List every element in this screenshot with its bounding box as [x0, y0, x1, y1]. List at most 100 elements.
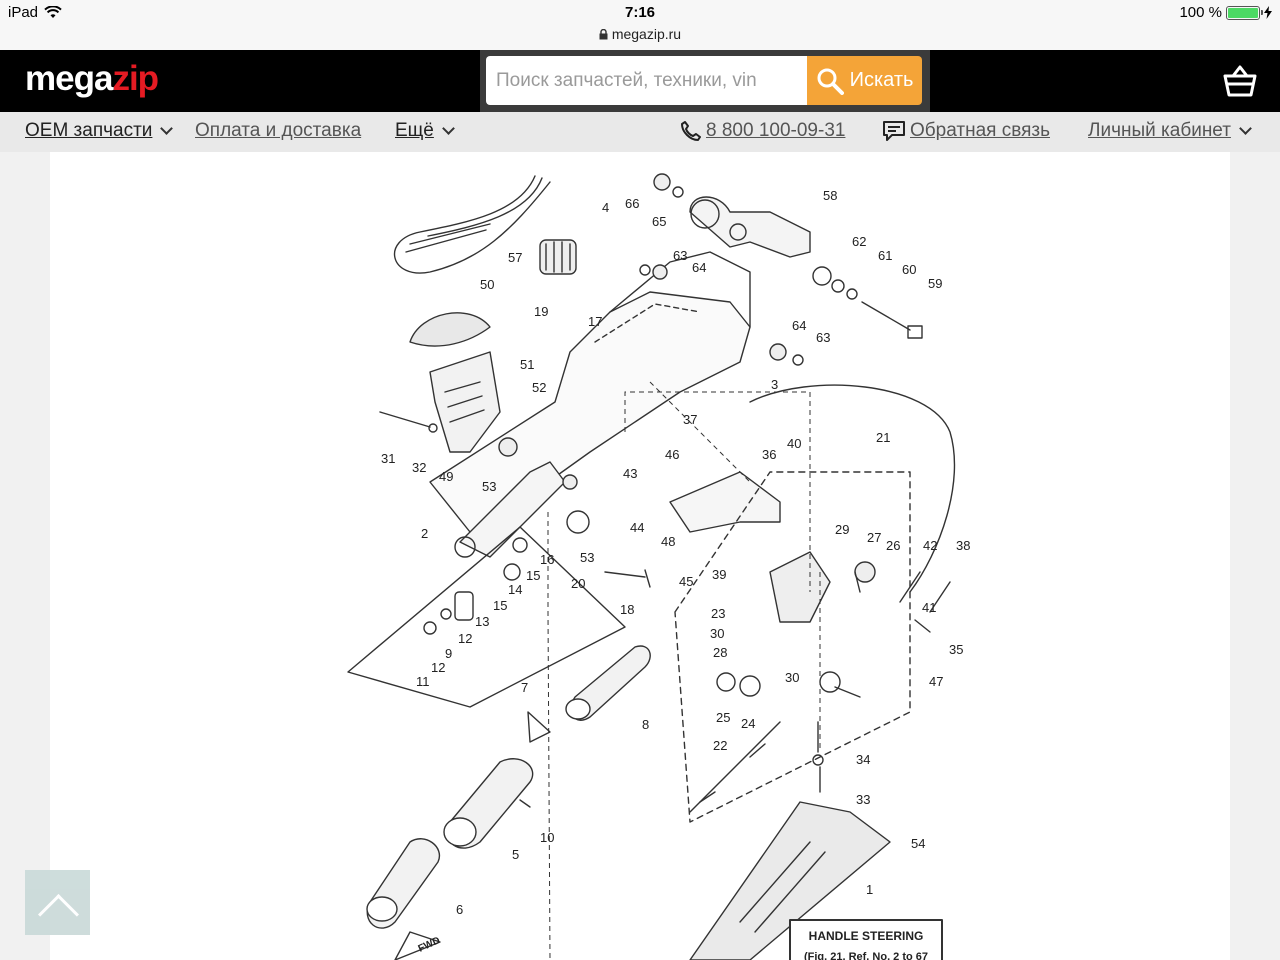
callout-62: 62	[852, 234, 866, 249]
callout-8: 8	[642, 717, 649, 732]
nav-payment-delivery[interactable]: Оплата и доставка	[195, 120, 361, 142]
callout-43: 43	[623, 466, 637, 481]
charging-icon	[1264, 6, 1272, 19]
callout-13: 13	[475, 614, 489, 629]
nav-oem-label: OEM запчасти	[25, 120, 153, 141]
search-button-label: Искать	[849, 69, 914, 91]
url-text: megazip.ru	[611, 26, 682, 42]
callout-61: 61	[878, 248, 892, 263]
megazip-logo[interactable]: megazip	[25, 59, 159, 99]
callout-64: 64	[692, 260, 706, 275]
callout-42: 42	[923, 538, 937, 553]
callout-39: 39	[712, 567, 726, 582]
callout-59: 59	[928, 276, 942, 291]
diagram-box-subtitle: (Fig. 21, Ref. No. 2 to 67	[804, 951, 928, 960]
device-name: iPad	[8, 4, 39, 21]
callout-12: 12	[458, 631, 472, 646]
callout-50: 50	[480, 277, 494, 292]
status-right: 100 %	[1179, 4, 1272, 21]
nav-more[interactable]: Ещё	[395, 120, 457, 142]
callout-7: 7	[521, 680, 528, 695]
callout-6: 6	[456, 902, 463, 917]
callout-34: 34	[856, 752, 870, 767]
parts-diagram[interactable]: HANDLE STEERING (Fig. 21, Ref. No. 2 to …	[50, 152, 1230, 960]
callout-9: 9	[445, 646, 452, 661]
callout-10: 10	[540, 830, 554, 845]
callout-49: 49	[439, 469, 453, 484]
callout-12: 12	[431, 660, 445, 675]
callout-37: 37	[683, 412, 697, 427]
callout-46: 46	[665, 447, 679, 462]
callout-40: 40	[787, 436, 801, 451]
callout-28: 28	[713, 645, 727, 660]
nav-payment-label: Оплата и доставка	[195, 120, 362, 141]
callout-24: 24	[741, 716, 755, 731]
diagram-drawing: HANDLE STEERING (Fig. 21, Ref. No. 2 to …	[347, 173, 970, 960]
nav-feedback[interactable]: Обратная связь	[882, 120, 1050, 142]
nav-account[interactable]: Личный кабинет	[1088, 120, 1254, 142]
address-bar[interactable]: megazip.ru	[0, 26, 1280, 42]
cart-icon[interactable]	[1222, 64, 1258, 98]
callout-15: 15	[526, 568, 540, 583]
callout-21: 21	[876, 430, 890, 445]
nav-more-label: Ещё	[395, 120, 434, 141]
diagram-box-title: HANDLE STEERING	[809, 929, 924, 943]
callout-15: 15	[493, 598, 507, 613]
logo-zip: zip	[112, 59, 159, 98]
callout-66: 66	[625, 196, 639, 211]
callout-38: 38	[956, 538, 970, 553]
content-area: HANDLE STEERING (Fig. 21, Ref. No. 2 to …	[0, 152, 1280, 960]
callout-20: 20	[571, 576, 585, 591]
nav-phone[interactable]: 8 800 100-09-31	[680, 120, 845, 142]
callout-60: 60	[902, 262, 916, 277]
chevron-down-icon	[442, 121, 455, 135]
callout-57: 57	[508, 250, 522, 265]
callout-18: 18	[620, 602, 634, 617]
logo-mega: mega	[25, 59, 113, 98]
callout-51: 51	[520, 357, 534, 372]
callout-5: 5	[512, 847, 519, 862]
nav-phone-label: 8 800 100-09-31	[706, 120, 846, 141]
callout-63: 63	[816, 330, 830, 345]
callout-47: 47	[929, 674, 943, 689]
callout-31: 31	[381, 451, 395, 466]
callout-2: 2	[421, 526, 428, 541]
search-input[interactable]	[486, 56, 808, 105]
nav-oem-parts[interactable]: OEM запчасти	[25, 120, 175, 142]
callout-19: 19	[534, 304, 548, 319]
callout-53: 53	[482, 479, 496, 494]
chat-icon	[883, 121, 905, 141]
callout-48: 48	[661, 534, 675, 549]
callout-26: 26	[886, 538, 900, 553]
callout-29: 29	[835, 522, 849, 537]
callout-3: 3	[771, 377, 778, 392]
callout-65: 65	[652, 214, 666, 229]
callout-1: 1	[866, 882, 873, 897]
nav-account-label: Личный кабинет	[1088, 120, 1231, 141]
clock: 7:16	[624, 4, 656, 21]
callout-23: 23	[711, 606, 725, 621]
callout-30: 30	[785, 670, 799, 685]
scroll-to-top-button[interactable]	[25, 870, 90, 935]
search-icon	[817, 68, 844, 95]
callout-11: 11	[416, 674, 430, 689]
callout-32: 32	[412, 460, 426, 475]
lock-icon	[599, 28, 608, 40]
callout-63: 63	[673, 248, 687, 263]
nav-feedback-label: Обратная связь	[910, 120, 1050, 141]
battery-icon	[1226, 5, 1263, 20]
ios-status-bar: iPad 7:16 megazip.ru 100 %	[0, 0, 1280, 50]
callout-44: 44	[630, 520, 644, 535]
battery-percent: 100 %	[1179, 4, 1222, 21]
callout-52: 52	[532, 380, 546, 395]
callout-27: 27	[867, 530, 881, 545]
callout-54: 54	[911, 836, 925, 851]
search-button[interactable]: Искать	[807, 56, 922, 105]
phone-icon	[681, 121, 701, 141]
callout-22: 22	[713, 738, 727, 753]
chevron-down-icon	[160, 121, 174, 135]
callout-25: 25	[716, 710, 730, 725]
callout-41: 41	[922, 600, 936, 615]
callout-64: 64	[792, 318, 806, 333]
callout-4: 4	[602, 200, 609, 215]
